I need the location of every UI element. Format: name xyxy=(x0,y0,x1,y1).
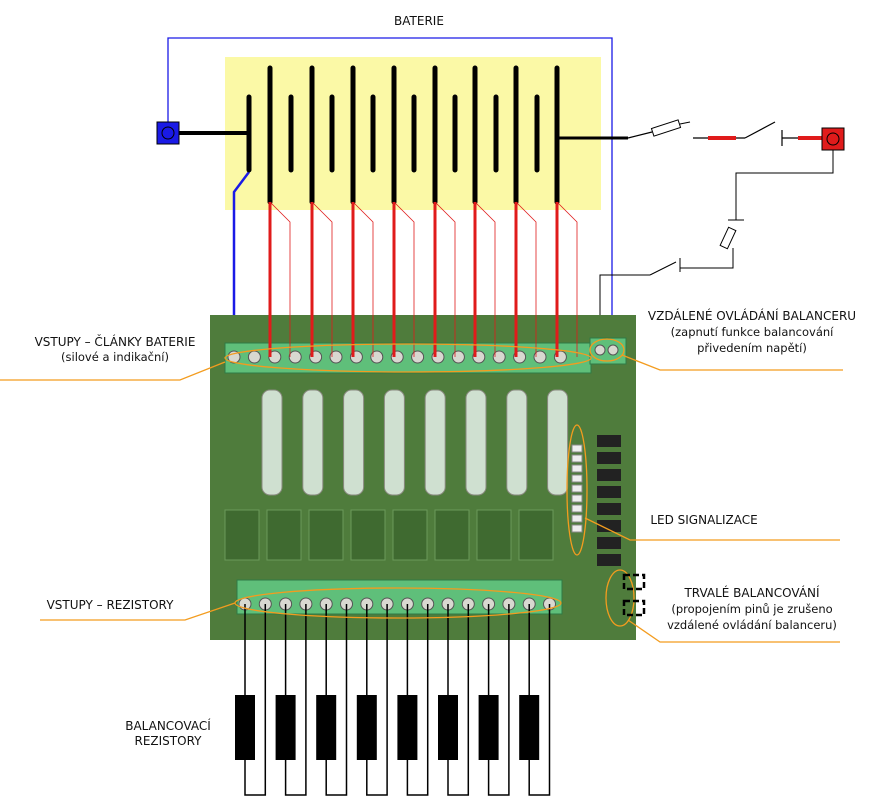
battery-title: BATERIE xyxy=(394,14,444,28)
resistor-icon xyxy=(397,695,418,760)
fuse-icon xyxy=(506,389,528,496)
balancer-circuit xyxy=(308,509,344,561)
terminal-screw-icon xyxy=(533,350,547,364)
cell-sense-wire xyxy=(393,201,415,357)
cell-sense-wire xyxy=(434,201,456,357)
resistor-icon xyxy=(316,695,337,760)
led-icon xyxy=(571,444,583,453)
label-remote-sub2: přivedením napětí) xyxy=(697,341,807,355)
balancer-circuit xyxy=(392,509,428,561)
cell-wires xyxy=(227,201,619,364)
negative-sense-wire xyxy=(167,37,613,350)
transistor-icon xyxy=(597,503,621,515)
terminal-screw-icon xyxy=(451,350,465,364)
balancer-circuit xyxy=(476,509,512,561)
control-switch-icon xyxy=(649,261,677,276)
resistor-icon xyxy=(438,695,458,760)
cell-sense-wire xyxy=(556,201,578,357)
led-icon xyxy=(571,464,583,473)
cell-sense-wire xyxy=(269,201,291,357)
fuse-icon xyxy=(424,389,446,496)
terminal-screw-icon xyxy=(594,344,606,356)
control-fuse-icon xyxy=(719,226,737,250)
label-permanent-sub2: vzdálené ovládání balanceru) xyxy=(667,618,837,632)
label-inputs-cells: VSTUPY – ČLÁNKY BATERIE xyxy=(35,334,196,349)
fuse-icon xyxy=(465,389,487,496)
negative-terminal-icon xyxy=(156,121,180,145)
label-resistors-2: REZISTORY xyxy=(135,734,203,748)
terminal-screw-icon xyxy=(411,350,425,364)
jumper-icons xyxy=(622,573,646,617)
balancer-circuit xyxy=(224,509,260,561)
cell-sense-wire xyxy=(515,201,537,357)
resistor-icon xyxy=(275,695,296,760)
terminal-screw-icon xyxy=(607,344,619,356)
transistor-icon xyxy=(597,469,621,481)
negative-cell-wire xyxy=(232,171,250,355)
balancer-circuit xyxy=(518,509,554,561)
positive-terminal-icon xyxy=(821,127,845,151)
label-inputs-cells-sub: (silové a indikační) xyxy=(61,350,169,364)
terminal-screw-icon xyxy=(247,350,261,364)
label-remote-sub1: (zapnutí funkce balancování xyxy=(671,325,835,339)
control-wire xyxy=(735,150,834,220)
battery-cells xyxy=(246,65,560,205)
label-led: LED SIGNALIZACE xyxy=(650,513,757,527)
led-icon xyxy=(571,504,583,513)
cell-sense-wire xyxy=(474,201,496,357)
terminal-screw-icon xyxy=(329,350,343,364)
balancer-circuit xyxy=(266,509,302,561)
transistor-icon xyxy=(597,520,621,532)
led-icon xyxy=(571,494,583,503)
transistor-icon xyxy=(597,554,621,566)
terminal-screw-icon xyxy=(288,350,302,364)
fuse-icon xyxy=(302,389,324,496)
transistor-icon xyxy=(597,452,621,464)
cell-sense-wire xyxy=(311,201,333,357)
led-icon xyxy=(571,454,583,463)
transistor-icon xyxy=(597,435,621,447)
callouts xyxy=(0,338,843,643)
terminal-screw-icon xyxy=(826,132,840,146)
balancing-resistors xyxy=(235,597,556,796)
label-permanent-sub1: (propojením pinů je zrušeno xyxy=(671,602,832,616)
pcb-components xyxy=(224,389,621,566)
terminal-screw-icon xyxy=(370,350,384,364)
fuse-icon xyxy=(547,389,569,496)
led-icon xyxy=(571,514,583,523)
control-wire xyxy=(680,248,734,269)
fuse-icon xyxy=(261,389,283,496)
led-icon xyxy=(571,484,583,493)
balancer-circuit xyxy=(434,509,470,561)
resistor-icon xyxy=(356,695,377,760)
resistor-icon xyxy=(235,695,255,760)
fuse-icon xyxy=(343,389,365,496)
main-switch-icon xyxy=(744,121,776,139)
terminal-screw-icon xyxy=(161,126,175,140)
label-inputs-resistors: VSTUPY – REZISTORY xyxy=(47,598,175,612)
transistor-icon xyxy=(597,486,621,498)
main-fuse-icon xyxy=(650,119,682,137)
fuse-icon xyxy=(383,389,405,496)
led-icon xyxy=(571,524,583,533)
led-icon xyxy=(571,474,583,483)
main-wire xyxy=(627,131,653,139)
main-wire xyxy=(679,121,691,125)
terminal-screw-icon xyxy=(492,350,506,364)
resistor-icon xyxy=(478,695,499,760)
transistor-icon xyxy=(597,537,621,549)
label-remote: VZDÁLENÉ OVLÁDÁNÍ BALANCERU xyxy=(648,308,856,323)
label-permanent: TRVALÉ BALANCOVÁNÍ xyxy=(683,585,820,600)
resistor-icon xyxy=(519,695,540,760)
label-resistors: BALANCOVACÍ xyxy=(125,718,211,733)
balancer-circuit xyxy=(350,509,386,561)
cell-sense-wire xyxy=(352,201,374,357)
